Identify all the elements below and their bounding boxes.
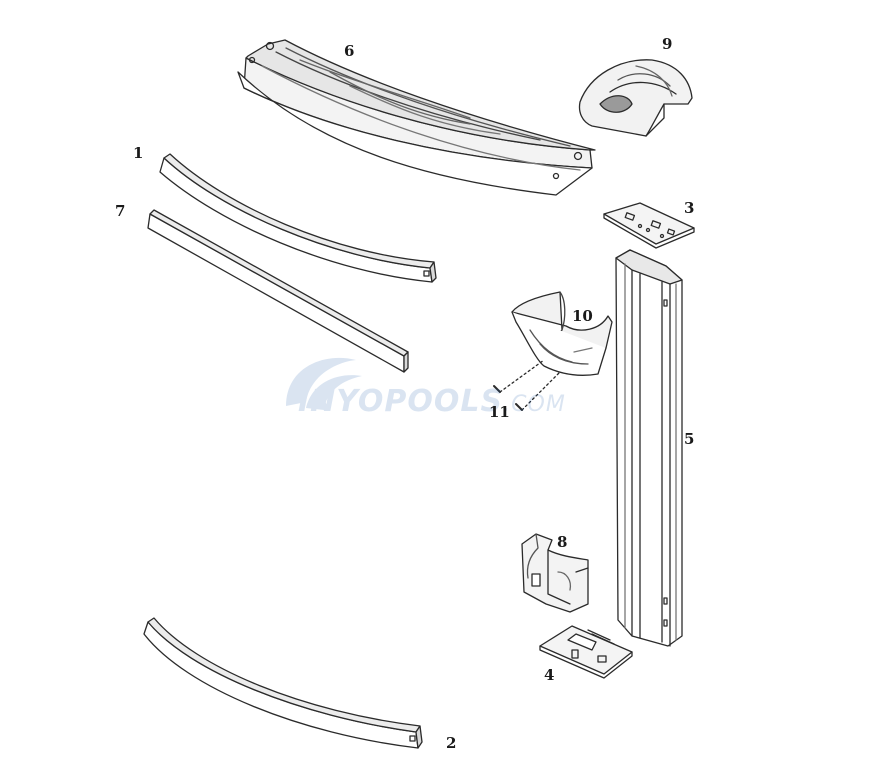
callout-1: 1 <box>133 144 144 162</box>
base-plate-part <box>539 625 633 679</box>
callout-11: 11 <box>489 403 510 421</box>
screws-part <box>493 359 561 411</box>
callout-3: 3 <box>684 199 695 217</box>
callout-5: 5 <box>684 430 695 448</box>
top-cap-part <box>578 59 693 137</box>
callout-9: 9 <box>662 35 673 53</box>
connector-bracket-part <box>511 291 613 376</box>
bottom-rail-part <box>143 617 423 749</box>
callout-8: 8 <box>557 533 568 551</box>
callout-6: 6 <box>344 42 355 60</box>
bottom-cover-part <box>521 533 589 613</box>
upright-top-plate-part <box>603 202 695 249</box>
callout-7: 7 <box>115 202 126 220</box>
upright-part <box>615 249 683 647</box>
callout-4: 4 <box>544 666 555 684</box>
callout-2: 2 <box>446 734 457 752</box>
stabilizer-rail-part <box>147 209 409 373</box>
top-rail-part <box>159 153 437 283</box>
top-seat-part <box>237 39 596 196</box>
callout-10: 10 <box>572 307 593 325</box>
